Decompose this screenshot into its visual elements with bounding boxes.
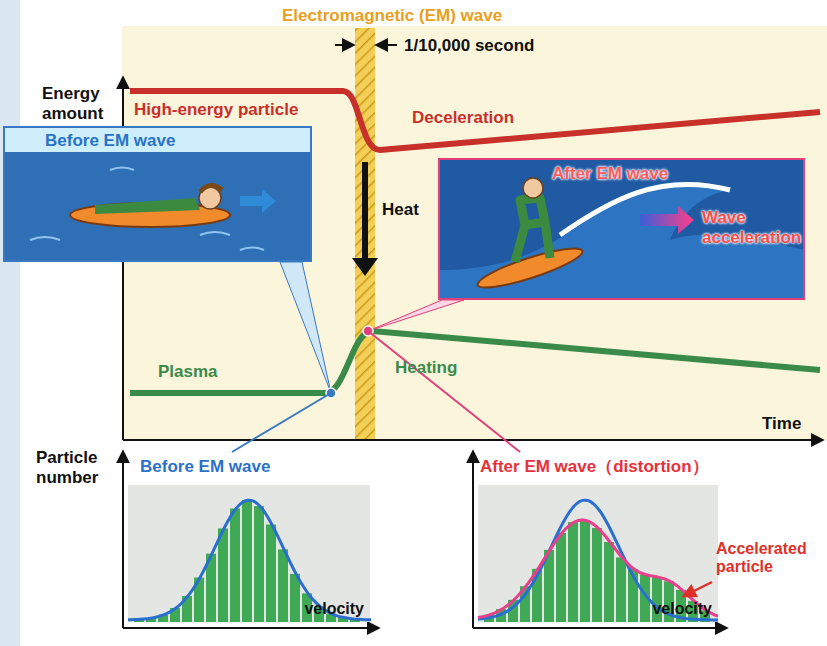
duration-arrow <box>335 44 353 46</box>
panel-title: Before EM wave <box>45 131 175 151</box>
distribution-curve <box>478 500 718 620</box>
surfer-head <box>523 178 543 198</box>
histogram-panel: Before EM wavevelocity <box>128 485 370 622</box>
water <box>3 126 312 262</box>
heat-arrow <box>362 162 368 262</box>
histogram-bar <box>592 528 602 622</box>
wave <box>438 182 805 300</box>
axis-title: Energy amount <box>42 84 122 123</box>
histograms <box>128 500 718 622</box>
wave-title: Electromagnetic (EM) wave <box>282 6 502 26</box>
histogram-bar <box>242 500 252 622</box>
x-axis <box>473 627 726 629</box>
before-inset: Before EM wave <box>3 126 312 262</box>
surfer-body <box>95 198 200 214</box>
motion-arrow <box>240 189 276 213</box>
histogram-bar <box>254 506 264 622</box>
curve-label: Heating <box>395 358 457 378</box>
heat-arrowhead <box>352 258 378 276</box>
distribution-curve <box>478 520 718 618</box>
callout-pointer <box>368 300 464 331</box>
leader-line <box>368 331 520 452</box>
sky <box>3 126 312 152</box>
histogram-bar <box>556 533 566 622</box>
histogram-ground <box>128 485 370 622</box>
panel-title: Before EM wave <box>140 457 270 477</box>
leader-line <box>232 393 331 452</box>
axis-title: Particle number <box>36 448 118 487</box>
ripple <box>30 168 264 251</box>
histogram-panel: After EM wave（distortion）velocity <box>478 485 718 622</box>
histogram-bar <box>266 525 276 622</box>
callout-label: Accelerated particle <box>716 540 816 577</box>
duration-label: 1/10,000 second <box>404 36 534 56</box>
panel-title: After EM wave（distortion） <box>480 457 709 477</box>
x-axis <box>123 627 378 629</box>
panel-label: Wave acceleration <box>702 208 802 247</box>
after-inset: After EM waveWave acceleration <box>438 158 805 300</box>
duration-arrow <box>377 44 397 46</box>
panel-label: velocity <box>304 600 364 618</box>
em-wave-band <box>355 28 375 440</box>
surfboard <box>475 241 586 294</box>
histogram-bar <box>568 522 578 622</box>
histogram-bar <box>616 557 626 622</box>
surfer-body <box>515 198 550 262</box>
callout-pointer <box>280 262 331 393</box>
water <box>438 158 805 300</box>
histogram-ground <box>478 485 718 622</box>
curve-label: Deceleration <box>412 108 514 128</box>
y-axis <box>122 452 124 628</box>
histogram-bar <box>580 520 590 622</box>
x-axis <box>123 439 822 441</box>
histogram-bar <box>218 528 228 622</box>
acceleration-arrow <box>640 206 694 234</box>
surfer-hair <box>200 185 222 192</box>
curve-label: Plasma <box>158 362 218 382</box>
side-band <box>0 0 20 646</box>
distribution-curve <box>128 500 371 620</box>
histogram-bar <box>604 542 614 622</box>
histogram-bar <box>278 549 288 622</box>
panel-title: After EM wave <box>552 164 668 184</box>
arrow-label: Heat <box>382 200 419 220</box>
panel-label: velocity <box>652 600 712 618</box>
curve-label: High-energy particle <box>134 100 298 120</box>
callout-arrow <box>684 582 712 596</box>
plasma-curve <box>130 331 820 393</box>
axis-title: Time <box>762 414 801 434</box>
y-axis <box>472 452 474 628</box>
histogram-bar <box>230 508 240 622</box>
